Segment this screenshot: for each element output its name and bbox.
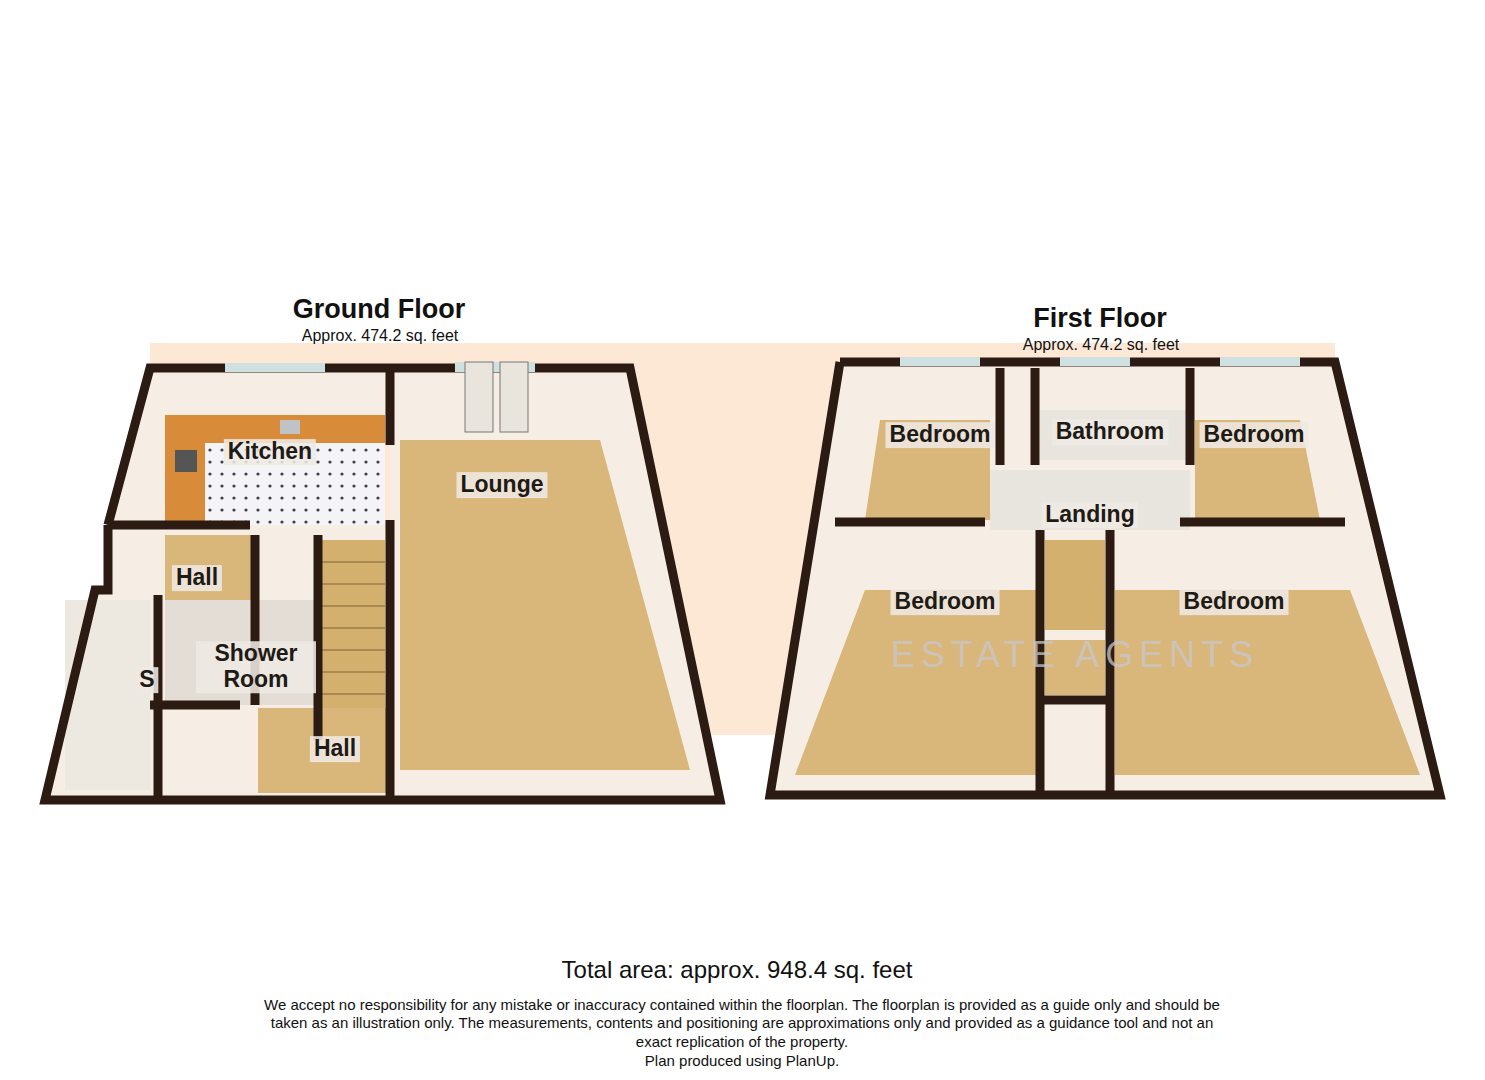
floor-plan: First FloorApprox. 474.2 sq. feetBedroom…: [765, 296, 1450, 806]
floor-heading: First Floor: [1033, 303, 1167, 334]
credit-note: Plan produced using PlanUp.: [442, 1052, 1042, 1070]
room-label: Bathroom: [1052, 419, 1169, 445]
room-label: Hall: [310, 736, 360, 762]
room-name: Bedroom: [1200, 422, 1309, 448]
room-label: Bedroom: [1200, 422, 1309, 448]
room-name: Hall: [172, 565, 222, 591]
room-name: Shower Room: [196, 641, 316, 693]
room-name: Bedroom: [891, 589, 1000, 615]
room-name: Bedroom: [886, 422, 995, 448]
floor-plan: Ground FloorApprox. 474.2 sq. feetKitche…: [40, 290, 730, 810]
room-name: S: [135, 667, 158, 693]
floor-area: Approx. 474.2 sq. feet: [1023, 336, 1180, 354]
total-area-caption: Total area: approx. 948.4 sq. feet: [437, 956, 1037, 984]
room-name: Lounge: [456, 472, 547, 498]
room-label: Kitchen: [224, 439, 316, 465]
room-label: Hall: [172, 565, 222, 591]
room-label: Bedroom: [1180, 589, 1289, 615]
room-label: Shower Room: [196, 641, 316, 693]
room-label: Landing: [1041, 502, 1138, 528]
room-label: Bedroom: [891, 589, 1000, 615]
floor-heading: Ground Floor: [293, 294, 465, 325]
watermark: ESTATE AGENTS: [850, 633, 1300, 677]
room-label: Lounge: [456, 472, 547, 498]
floor-area: Approx. 474.2 sq. feet: [302, 327, 459, 345]
room-label: S: [135, 667, 158, 693]
room-name: Bathroom: [1052, 419, 1169, 445]
room-name: Bedroom: [1180, 589, 1289, 615]
room-name: Landing: [1041, 502, 1138, 528]
room-name: Kitchen: [224, 439, 316, 465]
room-name: Hall: [310, 736, 360, 762]
room-label: Bedroom: [886, 422, 995, 448]
disclaimer-note: We accept no responsibility for any mist…: [252, 996, 1232, 1051]
